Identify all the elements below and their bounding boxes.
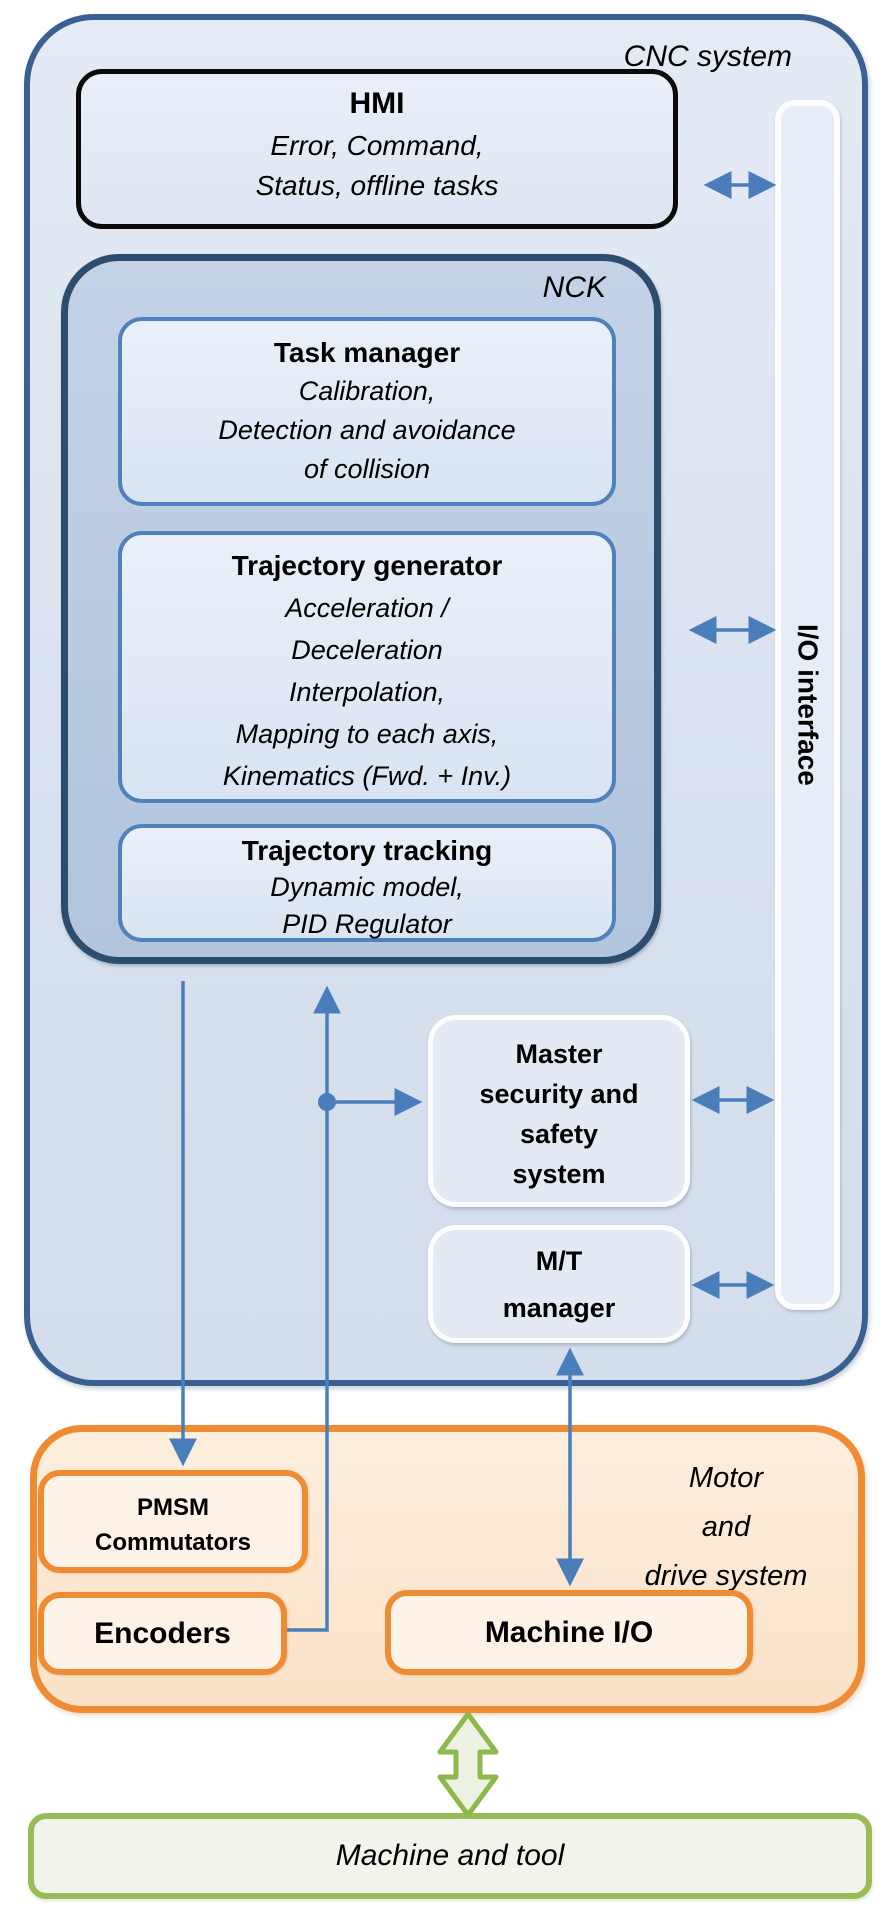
master-safety-box: Master security and safety system <box>428 1015 690 1207</box>
task-manager-title: Task manager <box>273 337 461 368</box>
trajectory-generator-box: Trajectory generator Acceleration / Dece… <box>118 531 616 803</box>
nck-label: NCK <box>542 271 606 304</box>
pmsm-commutators-box: PMSM Commutators <box>38 1470 308 1573</box>
motor-drive-label-line: drive system <box>644 1560 808 1592</box>
mt-manager-line: manager <box>502 1293 616 1323</box>
motor-drive-label: Motor and drive system <box>608 1454 844 1601</box>
task-manager-line: of collision <box>303 454 431 484</box>
machine-io-box: Machine I/O <box>385 1590 753 1675</box>
trajectory-tracking-line: Dynamic model, <box>270 872 464 902</box>
master-safety-line: safety <box>519 1119 599 1149</box>
master-safety-line: security and <box>479 1079 639 1109</box>
trajectory-generator-line: Kinematics (Fwd. + Inv.) <box>222 761 512 791</box>
motor-drive-label-line: and <box>701 1511 751 1543</box>
io-interface-bar: I/O interface <box>775 100 840 1310</box>
task-manager-line: Calibration, <box>298 376 436 406</box>
trajectory-generator-line: Mapping to each axis, <box>235 719 499 749</box>
trajectory-tracking-title: Trajectory tracking <box>241 835 493 866</box>
arrow-drive-machinetool <box>437 1711 499 1818</box>
pmsm-line: Commutators <box>94 1529 251 1556</box>
trajectory-generator-line: Acceleration / <box>285 593 449 623</box>
encoders-box: Encoders <box>38 1592 287 1675</box>
trajectory-generator-line: Deceleration <box>291 635 443 665</box>
hmi-box: HMI Error, Command, Status, offline task… <box>76 69 678 229</box>
mt-manager-box: M/T manager <box>428 1225 690 1343</box>
trajectory-generator-line: Interpolation, <box>288 677 446 707</box>
encoders-title: Encoders <box>94 1616 231 1650</box>
trajectory-generator-title: Trajectory generator <box>231 550 503 581</box>
io-interface-label: I/O interface <box>792 624 824 786</box>
cnc-system-label: CNC system <box>623 40 792 73</box>
trajectory-tracking-box: Trajectory tracking Dynamic model, PID R… <box>118 824 616 942</box>
mt-manager-line: M/T <box>535 1246 583 1276</box>
machine-tool-title: Machine and tool <box>335 1839 565 1872</box>
trajectory-tracking-line: PID Regulator <box>282 909 452 939</box>
machine-tool-box: Machine and tool <box>28 1813 872 1899</box>
motor-drive-label-line: Motor <box>688 1462 764 1494</box>
hmi-line: Error, Command, <box>270 130 484 161</box>
pmsm-line: PMSM <box>137 1494 209 1521</box>
task-manager-line: Detection and avoidance <box>218 415 516 445</box>
hmi-line: Status, offline tasks <box>255 170 499 201</box>
machine-io-title: Machine I/O <box>484 1615 654 1649</box>
master-safety-line: system <box>512 1159 606 1189</box>
task-manager-box: Task manager Calibration, Detection and … <box>118 317 616 506</box>
hmi-title: HMI <box>349 87 405 120</box>
master-safety-line: Master <box>515 1039 603 1069</box>
